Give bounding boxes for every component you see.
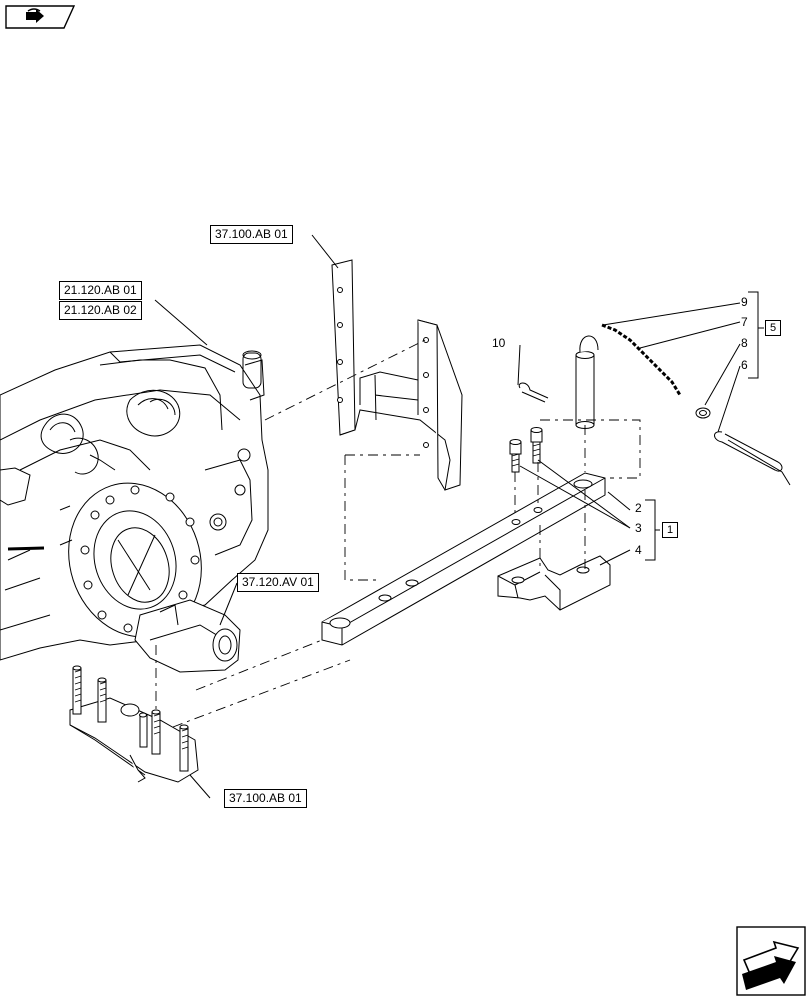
ref-link-bottom-plate[interactable]: 37.100.AB 01 bbox=[224, 789, 307, 808]
drawbar bbox=[321, 472, 606, 646]
ref-link-transmission-2[interactable]: 21.120.AB 02 bbox=[59, 301, 142, 320]
bolts bbox=[509, 427, 543, 473]
callout-9: 9 bbox=[741, 295, 748, 309]
callout-4: 4 bbox=[635, 543, 642, 557]
callout-6: 6 bbox=[741, 358, 748, 372]
hitch-pin bbox=[575, 335, 599, 429]
drawbar-support-bracket bbox=[331, 259, 463, 491]
callout-7: 7 bbox=[741, 315, 748, 329]
callout-5: 5 bbox=[765, 320, 781, 336]
clamp-plate bbox=[497, 555, 611, 611]
ref-link-top-bracket[interactable]: 37.100.AB 01 bbox=[210, 225, 293, 244]
ref-link-transmission-1[interactable]: 21.120.AB 01 bbox=[59, 281, 142, 300]
lynch-clip bbox=[714, 431, 791, 486]
callout-8: 8 bbox=[741, 336, 748, 350]
ring bbox=[695, 407, 711, 419]
callout-2: 2 bbox=[635, 501, 642, 515]
ref-link-hitch[interactable]: 37.120.AV 01 bbox=[237, 573, 319, 592]
transmission-housing bbox=[0, 344, 269, 661]
r-clip bbox=[518, 382, 549, 403]
lower-mounting-plate bbox=[69, 665, 199, 783]
callout-1: 1 bbox=[662, 522, 678, 538]
callout-3: 3 bbox=[635, 521, 642, 535]
callout-10: 10 bbox=[492, 336, 506, 350]
next-page-arrow-icon[interactable] bbox=[736, 926, 806, 996]
book-arrow-icon[interactable] bbox=[4, 4, 76, 30]
hitch-carrier-casting bbox=[134, 599, 241, 673]
chain bbox=[601, 323, 682, 396]
